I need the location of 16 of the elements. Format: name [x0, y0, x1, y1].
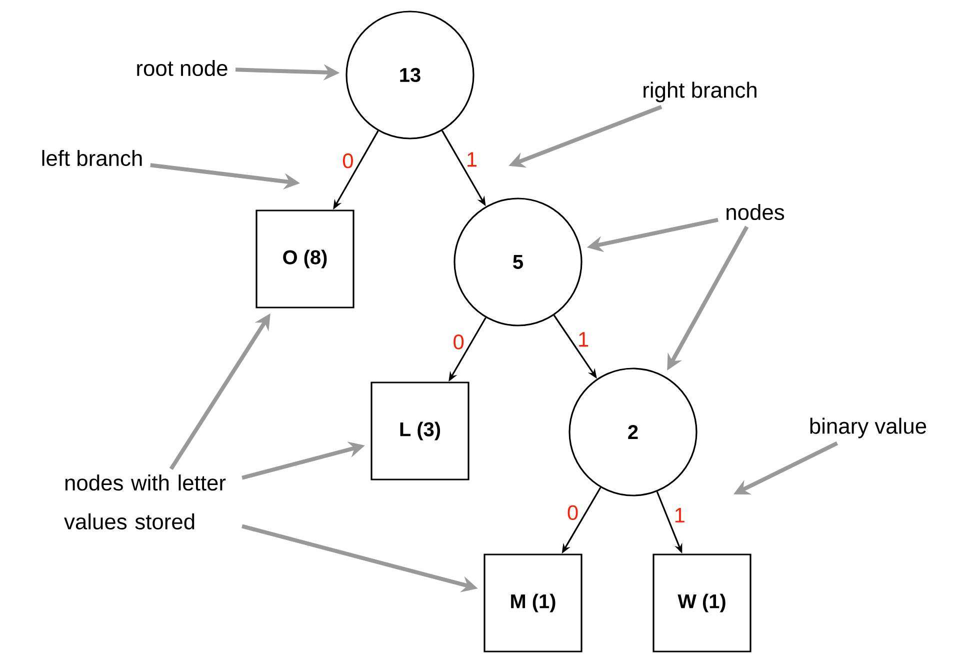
edge-label: 1	[672, 507, 686, 524]
leaf-node-box: L (3)	[370, 382, 470, 480]
edge-label: 0	[452, 334, 466, 350]
edge-label: 0	[341, 152, 355, 170]
annotation-text: right branch	[644, 82, 756, 102]
leaf-node-box: O (8)	[256, 210, 354, 308]
annotation-text: nodes	[726, 204, 784, 220]
edge-label: 0	[566, 504, 580, 522]
edge-label: 1	[464, 151, 479, 168]
edge-label: 1	[576, 331, 590, 348]
annotation-text: left branch	[42, 150, 142, 166]
leaf-node-box: W (1)	[652, 554, 752, 652]
annotation-text: binary value	[810, 418, 926, 438]
annotation-text: nodes with letter values stored	[64, 474, 226, 530]
leaf-node-box: M (1)	[484, 554, 582, 652]
annotation-text: root node	[137, 60, 228, 76]
